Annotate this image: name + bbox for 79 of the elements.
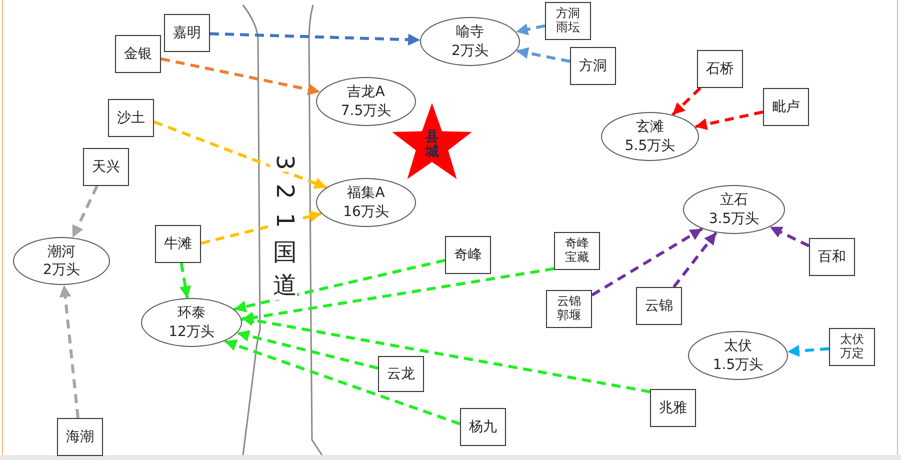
dashed-arrow	[234, 258, 446, 312]
dashed-arrow	[236, 330, 378, 370]
village-name: 百和	[818, 248, 846, 266]
village-box	[83, 148, 129, 186]
herd-size: 1.5万头	[712, 356, 764, 374]
village-box	[650, 389, 696, 427]
dashed-arrow	[210, 32, 420, 46]
dashed-arrow	[241, 267, 554, 324]
farm-ellipse	[141, 298, 242, 347]
dashed-arrow	[59, 284, 80, 418]
village-box	[108, 99, 154, 137]
village-name: 牛滩	[164, 234, 192, 254]
dashed-arrow	[516, 24, 546, 36]
village-box	[378, 356, 424, 392]
farm-ellipse	[316, 178, 416, 227]
village-name: 金银	[124, 44, 152, 64]
village-name: 奇峰	[454, 246, 482, 264]
herd-size: 12万头	[168, 322, 214, 341]
dashed-arrow	[694, 110, 764, 130]
village-box	[115, 35, 161, 73]
village-name: 太伏万定	[840, 333, 864, 361]
farm-name: 喻寺	[456, 23, 484, 42]
dashed-arrow	[787, 344, 830, 357]
dashed-arrow	[240, 314, 650, 394]
village-box	[164, 14, 210, 52]
farm-ellipse	[420, 17, 520, 66]
farm-name: 环泰	[178, 304, 206, 322]
dashed-arrow	[672, 86, 702, 116]
village-name: 奇峰宝藏	[565, 237, 589, 265]
village-box	[57, 418, 103, 456]
city-label: 县城	[425, 130, 439, 160]
village-box	[445, 236, 491, 274]
herd-size: 16万头	[343, 202, 389, 221]
dashed-arrow	[179, 262, 192, 298]
village-name: 杨九	[469, 418, 497, 436]
road-label: 321国道	[270, 152, 300, 300]
village-box	[697, 50, 743, 88]
village-name: 石桥	[706, 60, 734, 78]
village-name: 云锦郭堰	[557, 295, 581, 323]
farm-name: 潮河	[48, 242, 76, 261]
farm-name: 玄滩	[636, 118, 664, 136]
village-name: 天兴	[92, 158, 120, 176]
village-box	[460, 408, 506, 446]
village-box	[829, 328, 875, 366]
village-box	[545, 2, 591, 40]
herd-size: 2万头	[43, 261, 80, 280]
village-name: 海潮	[66, 428, 94, 446]
dashed-arrow	[516, 47, 570, 63]
village-box	[636, 287, 682, 325]
dashed-arrow	[71, 185, 98, 238]
farm-name: 立石	[720, 191, 748, 210]
village-box	[546, 290, 592, 328]
village-name: 兆雅	[659, 398, 687, 418]
dashed-arrow	[672, 232, 718, 288]
dashed-arrow	[160, 57, 320, 96]
village-name: 沙土	[117, 108, 145, 128]
farm-name: 福集A	[347, 184, 385, 202]
village-name: 毗卢	[772, 98, 800, 116]
village-name: 嘉明	[173, 24, 201, 42]
farm-ellipse	[683, 185, 785, 234]
dashed-arrow	[769, 226, 810, 248]
farm-name: 太伏	[724, 337, 752, 356]
dashed-arrow	[224, 339, 460, 426]
village-box	[570, 47, 616, 85]
herd-size: 3.5万头	[708, 210, 760, 228]
village-box	[554, 232, 600, 270]
herd-size: 7.5万头	[340, 102, 392, 120]
village-box	[763, 88, 809, 126]
village-name: 方洞	[579, 56, 607, 76]
village-box	[809, 238, 855, 276]
dashed-arrow	[153, 120, 328, 189]
herd-size: 2万头	[452, 42, 488, 60]
village-name: 方洞雨坛	[556, 7, 580, 35]
herd-size: 5.5万头	[624, 136, 676, 155]
farm-name: 吉龙A	[347, 83, 385, 102]
village-box	[155, 225, 201, 263]
village-name: 云锦	[645, 296, 673, 316]
village-name: 云龙	[387, 364, 415, 384]
dashed-arrow	[591, 227, 703, 296]
